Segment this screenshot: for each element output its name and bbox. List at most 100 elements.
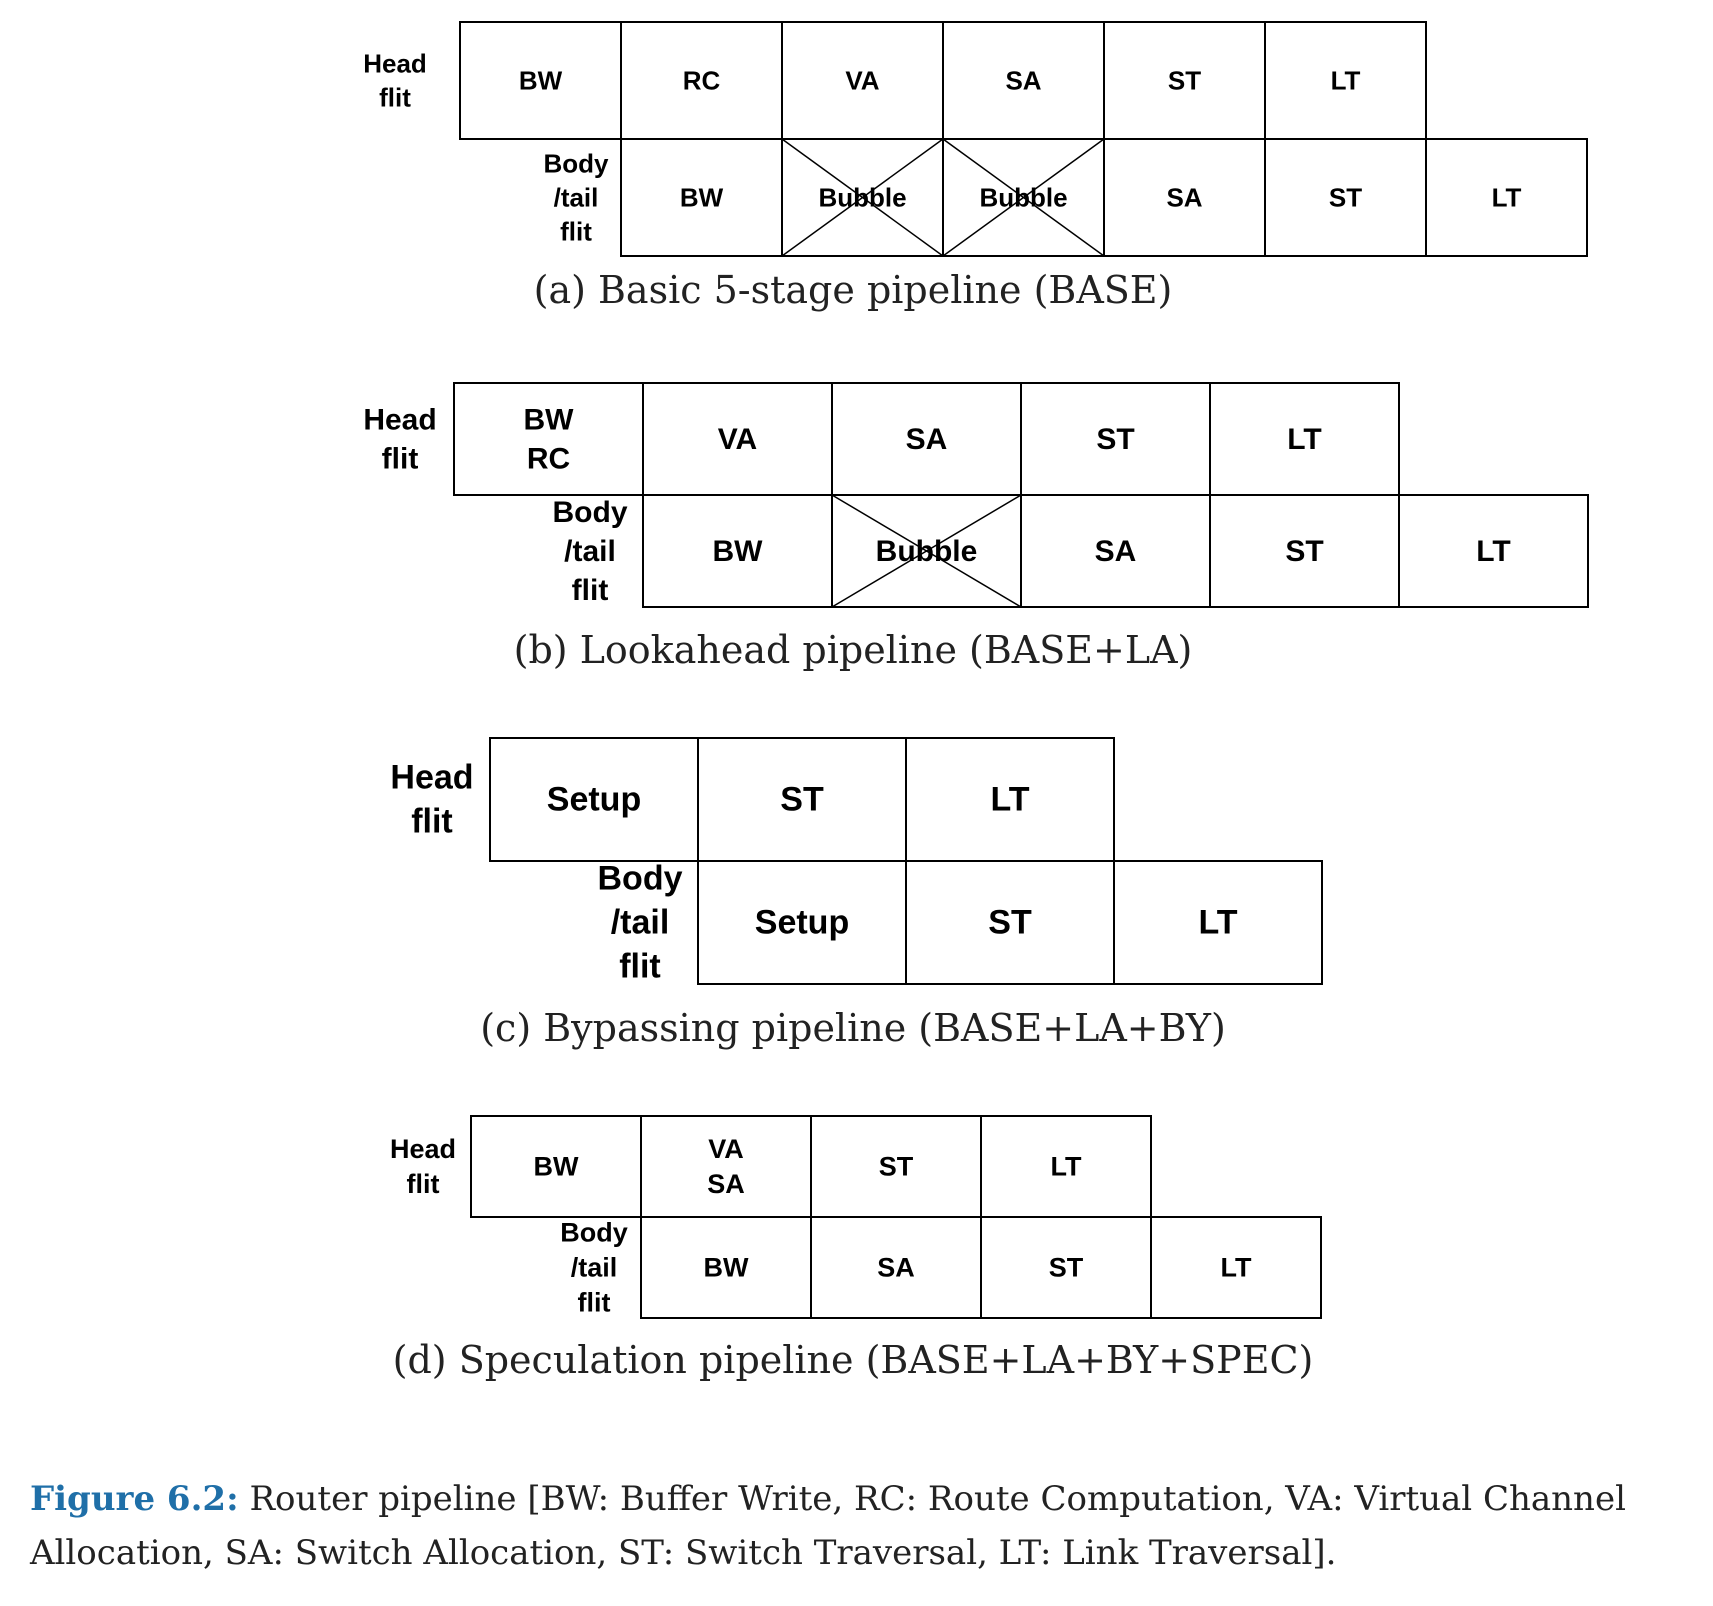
figure-caption: Figure 6.2: Router pipeline [BW: Buffer … bbox=[30, 1472, 1690, 1580]
stage-label: ST bbox=[780, 781, 824, 819]
bubble-cross-line bbox=[831, 494, 1022, 608]
stage-label: SA bbox=[906, 423, 948, 456]
stage-label: ST bbox=[1049, 1253, 1084, 1283]
stage-box bbox=[620, 138, 783, 257]
panel-caption: (d) Speculation pipeline (BASE+LA+BY+SPE… bbox=[393, 1338, 1314, 1382]
stage-cell: ST bbox=[1209, 494, 1400, 608]
stage-label: SA bbox=[877, 1253, 915, 1283]
stage-label: Setup bbox=[755, 904, 849, 942]
stage-label: BW bbox=[704, 1253, 749, 1283]
stage-box bbox=[1264, 21, 1427, 140]
stage-cell: SA bbox=[831, 382, 1022, 496]
stage-label: ST bbox=[879, 1152, 914, 1182]
panel-caption: (c) Bypassing pipeline (BASE+LA+BY) bbox=[480, 1006, 1226, 1050]
stage-box bbox=[905, 737, 1115, 862]
stage-cell: ST bbox=[1264, 138, 1427, 257]
stage-label: SA bbox=[1166, 183, 1202, 213]
stage-box bbox=[831, 382, 1022, 496]
stage-label: VA bbox=[845, 66, 879, 96]
stage-cell: LT bbox=[1398, 494, 1589, 608]
stage-cell: BW bbox=[470, 1115, 642, 1218]
stage-box bbox=[1264, 138, 1427, 257]
stage-cell: ST bbox=[980, 1216, 1152, 1319]
stage-cell: SA bbox=[1020, 494, 1211, 608]
stage-cell: BW bbox=[642, 494, 833, 608]
stage-label: LT bbox=[1331, 66, 1361, 96]
stage-cell: LT bbox=[1209, 382, 1400, 496]
panel-caption: (b) Lookahead pipeline (BASE+LA) bbox=[514, 628, 1193, 672]
stage-label: SA bbox=[1095, 535, 1137, 568]
stage-box bbox=[905, 860, 1115, 985]
stage-cell: VA bbox=[642, 382, 833, 496]
stage-label: Bubble bbox=[979, 183, 1067, 213]
stage-label: LT bbox=[1287, 423, 1321, 456]
stage-cell: ST bbox=[810, 1115, 982, 1218]
stage-label: RC bbox=[683, 66, 721, 96]
stage-box bbox=[810, 1216, 982, 1319]
stage-label: LT bbox=[1221, 1253, 1252, 1283]
stage-cell: SA bbox=[810, 1216, 982, 1319]
stage-label: BW bbox=[713, 535, 764, 568]
bubble-stage-cell: Bubble bbox=[781, 138, 944, 257]
stage-box bbox=[1113, 860, 1323, 985]
bubble-stage-cell: Bubble bbox=[831, 494, 1022, 608]
stage-cell: LT bbox=[980, 1115, 1152, 1218]
stage-box bbox=[1398, 494, 1589, 608]
stage-label: VA bbox=[718, 423, 757, 456]
stage-cell: ST bbox=[697, 737, 907, 862]
stage-cell: SA bbox=[942, 21, 1105, 140]
bubble-cross-line bbox=[781, 138, 944, 257]
stage-label: BW bbox=[519, 66, 563, 96]
stage-box bbox=[942, 21, 1105, 140]
stage-label: SA bbox=[1005, 66, 1041, 96]
bubble-cross-line bbox=[942, 138, 1105, 257]
stage-box bbox=[980, 1216, 1152, 1319]
stage-cell: Setup bbox=[697, 860, 907, 985]
stage-box bbox=[459, 21, 622, 140]
stage-label: Bubble bbox=[818, 183, 906, 213]
stage-cell: VA bbox=[781, 21, 944, 140]
stage-cell: LT bbox=[1425, 138, 1588, 257]
stage-box bbox=[697, 737, 907, 862]
stage-box bbox=[1103, 138, 1266, 257]
stage-label: LT bbox=[1051, 1152, 1082, 1182]
stage-cell: LT bbox=[1113, 860, 1323, 985]
stage-label: BW bbox=[534, 1152, 579, 1182]
stage-label: ST bbox=[1285, 535, 1323, 568]
stage-cell: ST bbox=[905, 860, 1115, 985]
stage-cell: LT bbox=[1264, 21, 1427, 140]
stage-cell: ST bbox=[1103, 21, 1266, 140]
stage-label: Bubble bbox=[876, 535, 978, 568]
stage-label: LT bbox=[1198, 904, 1237, 942]
stage-cell: BW bbox=[620, 138, 783, 257]
stage-label: LT bbox=[990, 781, 1029, 819]
stage-label: LT bbox=[1476, 535, 1510, 568]
figure-caption-text: Router pipeline [BW: Buffer Write, RC: R… bbox=[30, 1479, 1626, 1573]
stage-cell: SA bbox=[1103, 138, 1266, 257]
stage-box bbox=[781, 21, 944, 140]
bubble-stage-cell: Bubble bbox=[942, 138, 1105, 257]
stage-box bbox=[642, 382, 833, 496]
stage-cell: Setup bbox=[489, 737, 699, 862]
stage-label: ST bbox=[1096, 423, 1134, 456]
stage-box bbox=[642, 494, 833, 608]
stage-box bbox=[489, 737, 699, 862]
stage-label: ST bbox=[1329, 183, 1362, 213]
